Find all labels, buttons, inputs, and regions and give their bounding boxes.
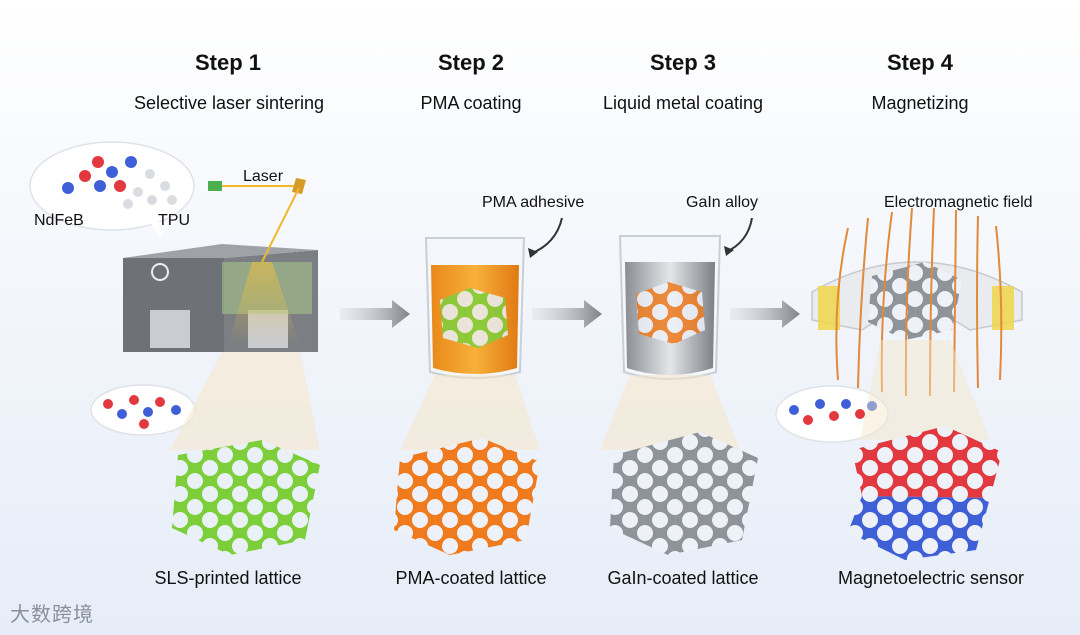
gain-pointer-head [724, 246, 734, 256]
orange-lattice [394, 438, 540, 555]
pma-beaker [424, 237, 526, 379]
zoom-cone-2 [400, 375, 540, 450]
tpu-particles [123, 169, 177, 209]
laser-emitter [208, 178, 306, 345]
ndfeb-label: NdFeB [34, 212, 84, 229]
pma-pointer-arrow [529, 217, 563, 255]
green-lattice [172, 440, 320, 555]
step-4-title: Step 4 [886, 50, 954, 75]
gain-beaker [618, 235, 722, 380]
zoom-cone-3 [600, 375, 740, 450]
magnet-lattice-red [852, 426, 1002, 498]
step-1-subtitle: Selective laser sintering [133, 93, 325, 113]
silver-lattice [610, 432, 758, 555]
laser-label: Laser [243, 168, 284, 185]
watermark: 大数跨境 [10, 604, 94, 626]
pma-adhesive-label: PMA adhesive [482, 194, 585, 211]
step-2-subtitle: PMA coating [420, 93, 522, 113]
step-4-subtitle: Magnetizing [871, 93, 969, 113]
process-arrow-3 [730, 300, 800, 328]
zoom-cone-4 [860, 340, 990, 440]
magnet-lattice-blue [848, 496, 990, 560]
field-lines [835, 207, 1003, 397]
tpu-label: TPU [158, 212, 190, 229]
zoom-cone-1 [170, 352, 320, 450]
magnetizer-coil [811, 261, 1023, 340]
step-4-result-label: Magnetoelectric sensor [837, 568, 1025, 588]
process-arrow-1 [340, 300, 410, 328]
sls-printer [123, 244, 318, 352]
step-3-subtitle: Liquid metal coating [602, 93, 764, 113]
step-2-result-label: PMA-coated lattice [395, 568, 547, 588]
ndfeb-particles [62, 156, 137, 194]
step-1-title: Step 1 [194, 50, 262, 75]
step-1-result-label: SLS-printed lattice [154, 568, 302, 588]
step-3-result-label: GaIn-coated lattice [607, 568, 759, 588]
step-3-title: Step 3 [649, 50, 717, 75]
gain-pointer-arrow [725, 217, 753, 253]
em-field-label: Electromagnetic field [884, 194, 1033, 211]
step-2-title: Step 2 [437, 50, 505, 75]
pma-pointer-head [528, 248, 538, 258]
process-arrow-2 [532, 300, 602, 328]
magnet-bubble [775, 385, 889, 443]
ndfeb-bubble [90, 384, 196, 436]
powder-bubble [29, 141, 195, 238]
gain-alloy-label: GaIn alloy [686, 194, 759, 211]
